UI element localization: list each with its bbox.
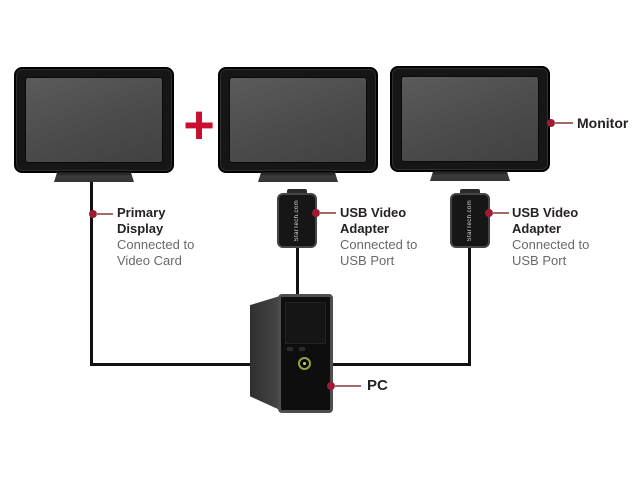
primary-display-title: Primary Display bbox=[117, 205, 166, 236]
usb-adapter-2-body: StarTech.com bbox=[450, 193, 490, 248]
usb-adapter-2-subtitle: Connected to USB Port bbox=[512, 237, 590, 268]
pc-label: PC bbox=[367, 377, 388, 394]
monitor-3-bezel bbox=[390, 66, 550, 172]
usb-adapter-2-leader-line bbox=[492, 212, 509, 214]
monitor-2-screen bbox=[229, 77, 367, 163]
monitor-leader-line bbox=[554, 122, 573, 124]
usb-adapter-1-label: USB Video Adapter Connected to USB Port bbox=[340, 205, 432, 269]
pc-callout-dot bbox=[327, 382, 335, 390]
usb-adapter-2: StarTech.com bbox=[450, 189, 490, 248]
cable-primary-vertical bbox=[90, 182, 93, 366]
usb-adapter-1-connector bbox=[287, 189, 307, 195]
usb-adapter-1-brand-text: StarTech.com bbox=[294, 199, 300, 242]
plus-icon: + bbox=[183, 95, 215, 155]
usb-adapter-1-subtitle: Connected to USB Port bbox=[340, 237, 418, 268]
usb-adapter-2-title: USB Video Adapter bbox=[512, 205, 579, 236]
primary-display-callout-dot bbox=[89, 210, 97, 218]
monitor-1-bezel bbox=[14, 67, 174, 173]
pc-front-panel bbox=[278, 294, 333, 413]
primary-display-leader-line bbox=[96, 213, 113, 215]
usb-adapter-1-title: USB Video Adapter bbox=[340, 205, 407, 236]
pc-port-left bbox=[287, 347, 293, 351]
monitor-callout-dot bbox=[547, 119, 555, 127]
monitor-1 bbox=[14, 67, 174, 185]
usb-adapter-1: StarTech.com bbox=[277, 189, 317, 248]
usb-adapter-2-callout-dot bbox=[485, 209, 493, 217]
usb-adapter-2-label: USB Video Adapter Connected to USB Port bbox=[512, 205, 604, 269]
cable-primary-horizontal bbox=[90, 363, 253, 366]
pc-drive-bay bbox=[285, 302, 326, 344]
monitor-1-stand bbox=[54, 172, 134, 182]
primary-display-label: Primary Display Connected to Video Card bbox=[117, 205, 205, 269]
usb-adapter-1-leader-line bbox=[319, 212, 336, 214]
cable-adapter-right-horizontal bbox=[331, 363, 471, 366]
monitor-2-bezel bbox=[218, 67, 378, 173]
pc-leader-line bbox=[334, 385, 361, 387]
monitor-3-screen bbox=[401, 76, 539, 162]
power-button-icon bbox=[298, 357, 311, 370]
pc-side-panel bbox=[250, 296, 280, 410]
monitor-2 bbox=[218, 67, 378, 185]
monitor-3-stand bbox=[430, 171, 510, 181]
monitor-3 bbox=[390, 66, 550, 184]
cable-adapter-right-vertical bbox=[468, 247, 471, 366]
monitor-2-stand bbox=[258, 172, 338, 182]
usb-adapter-1-callout-dot bbox=[312, 209, 320, 217]
monitor-1-screen bbox=[25, 77, 163, 163]
primary-display-subtitle: Connected to Video Card bbox=[117, 237, 195, 268]
usb-adapter-2-connector bbox=[460, 189, 480, 195]
cable-adapter-center bbox=[296, 247, 299, 296]
usb-adapter-1-body: StarTech.com bbox=[277, 193, 317, 248]
monitor-label: Monitor bbox=[577, 115, 629, 131]
usb-adapter-2-brand-text: StarTech.com bbox=[467, 199, 473, 242]
pc-port-right bbox=[299, 347, 305, 351]
